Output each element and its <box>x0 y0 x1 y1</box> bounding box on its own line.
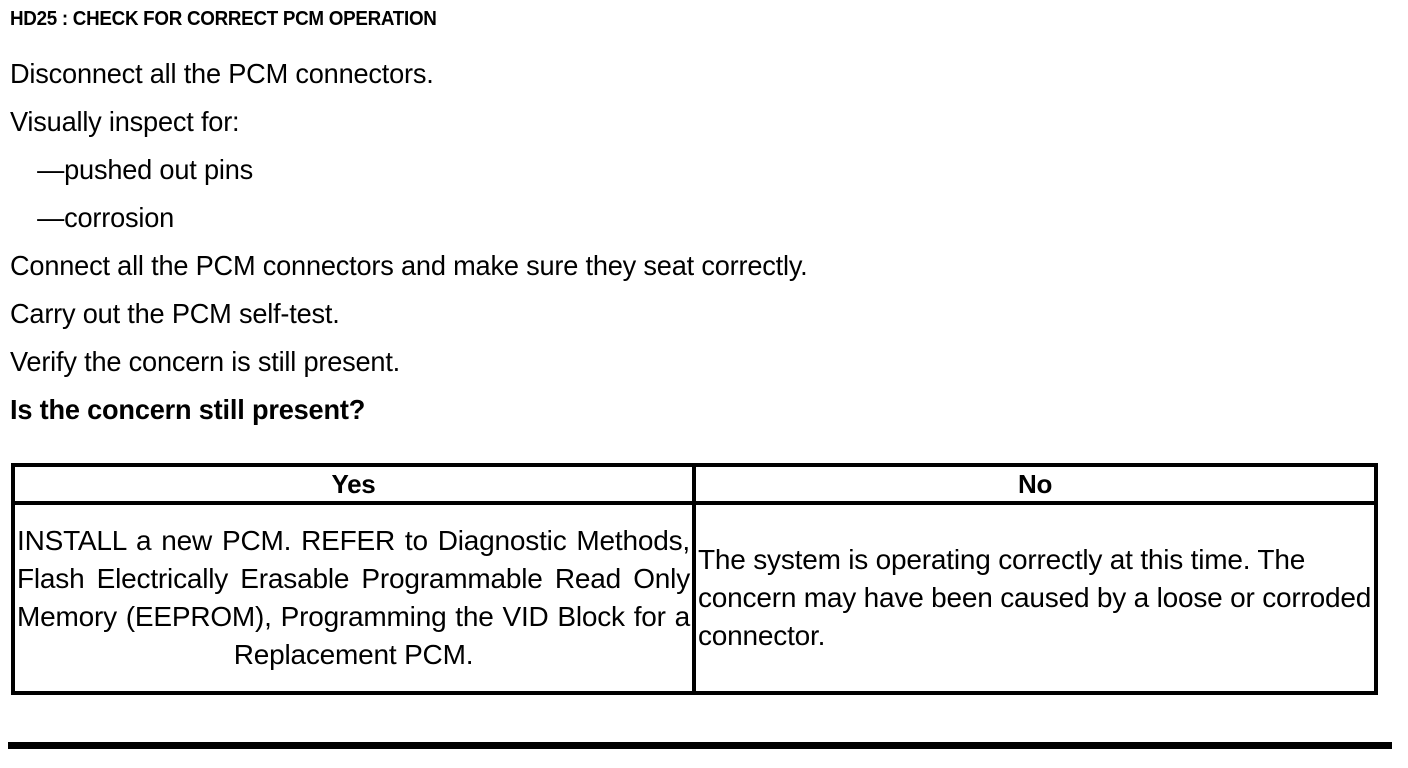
decision-cell-no: The system is operating correctly at thi… <box>692 501 1378 695</box>
procedure-step: Carry out the PCM self-test. <box>10 298 340 329</box>
decision-cell-no-text: The system is operating correctly at thi… <box>698 544 1372 651</box>
table-row: INSTALL a new PCM. REFER to Diagnostic M… <box>11 501 1378 695</box>
procedure-step-bullet: —corrosion <box>37 202 175 233</box>
column-header-yes: Yes <box>11 463 696 505</box>
procedure-question: Is the concern still present? <box>10 394 366 425</box>
procedure-step: Connect all the PCM connectors and make … <box>10 250 808 281</box>
procedure-step-bullet: —pushed out pins <box>37 154 254 185</box>
decision-cell-yes: INSTALL a new PCM. REFER to Diagnostic M… <box>11 501 696 695</box>
footer-rule <box>8 742 1392 749</box>
decision-table: Yes No INSTALL a new PCM. REFER to Diagn… <box>11 463 1378 695</box>
procedure-step: Visually inspect for: <box>10 106 240 137</box>
procedure-step: Disconnect all the PCM connectors. <box>10 58 434 89</box>
procedure-step-list: Disconnect all the PCM connectors. Visua… <box>10 50 1390 434</box>
section-title: HD25 : CHECK FOR CORRECT PCM OPERATION <box>10 8 437 30</box>
column-header-no: No <box>692 463 1378 505</box>
procedure-step: Verify the concern is still present. <box>10 346 401 377</box>
decision-cell-yes-text: INSTALL a new PCM. REFER to Diagnostic M… <box>17 525 690 670</box>
table-header-row: Yes No <box>11 463 1378 505</box>
